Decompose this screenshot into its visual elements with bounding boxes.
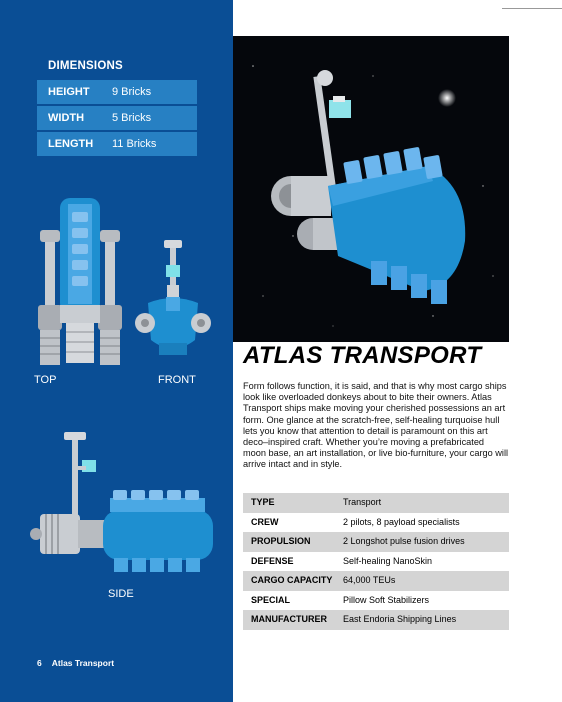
spec-key: CREW <box>251 516 279 527</box>
article-body: Form follows function, it is said, and t… <box>243 381 509 470</box>
dimension-key: WIDTH <box>48 112 85 124</box>
page-number: 6 <box>37 658 42 668</box>
dimensions-header: DIMENSIONS <box>48 60 123 72</box>
dimension-row-length: LENGTH 11 Bricks <box>37 132 197 156</box>
front-view-label: FRONT <box>158 374 196 386</box>
spec-value: 64,000 TEUs <box>343 575 396 585</box>
spec-key: SPECIAL <box>251 594 291 605</box>
dimension-key: HEIGHT <box>48 86 90 98</box>
spec-value: East Endoria Shipping Lines <box>343 614 457 624</box>
spec-key: DEFENSE <box>251 555 294 566</box>
spec-key: PROPULSION <box>251 536 311 546</box>
spec-row: CARGO CAPACITY 64,000 TEUs <box>243 571 509 591</box>
spec-key: MANUFACTURER <box>251 614 327 624</box>
spec-row: SPECIAL Pillow Soft Stabilizers <box>243 591 509 611</box>
page-footer: 6 Atlas Transport <box>37 658 114 668</box>
spec-key: TYPE <box>251 497 275 507</box>
spec-row: TYPE Transport <box>243 493 509 513</box>
spec-row: DEFENSE Self-healing NanoSkin <box>243 552 509 572</box>
top-view-image <box>38 198 122 365</box>
footer-title: Atlas Transport <box>51 658 115 668</box>
dimension-row-width: WIDTH 5 Bricks <box>37 106 197 130</box>
front-view-image <box>135 240 211 355</box>
spec-value: 2 Longshot pulse fusion drives <box>343 536 465 546</box>
dimension-row-height: HEIGHT 9 Bricks <box>37 80 197 104</box>
top-rule <box>502 8 562 9</box>
side-view-image <box>30 432 213 572</box>
specs-table: TYPE Transport CREW 2 pilots, 8 payload sp… <box>243 493 509 630</box>
dimension-value: 9 Bricks <box>112 86 152 98</box>
article-title: ATLAS TRANSPORT <box>243 342 482 369</box>
spec-row: MANUFACTURER East Endoria Shipping Lines <box>243 610 509 630</box>
top-view-label: TOP <box>34 374 57 386</box>
spec-value: Transport <box>343 497 382 507</box>
side-view-label: SIDE <box>108 588 134 600</box>
spec-row: PROPULSION 2 Longshot pulse fusion drives <box>243 532 509 552</box>
spec-row: CREW 2 pilots, 8 payload specialists <box>243 513 509 533</box>
dimension-value: 11 Bricks <box>112 138 157 150</box>
hero-image <box>233 36 509 342</box>
spec-value: Self-healing NanoSkin <box>343 555 433 566</box>
dimension-key: LENGTH <box>48 138 94 150</box>
dimension-value: 5 Bricks <box>112 112 152 124</box>
spec-value: 2 pilots, 8 payload specialists <box>343 516 460 527</box>
spec-value: Pillow Soft Stabilizers <box>343 594 430 605</box>
spec-key: CARGO CAPACITY <box>251 575 333 585</box>
